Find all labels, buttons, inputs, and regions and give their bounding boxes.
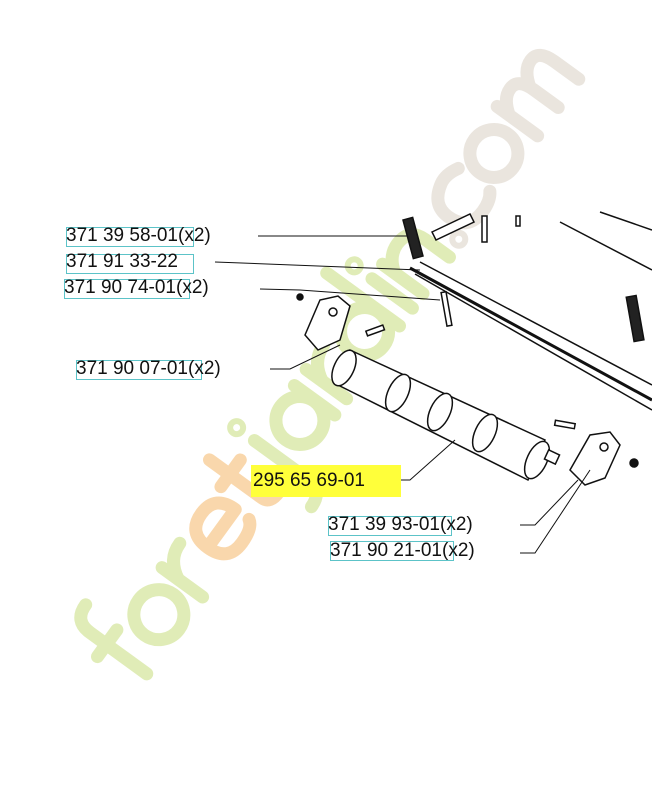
part-qty: (x2) [188, 358, 221, 379]
watermark-part-fo [74, 536, 210, 681]
part-label[interactable]: 371 90 07-01(x2) [76, 358, 221, 380]
leader-lines [214, 235, 591, 554]
part-number: 371 90 74-01 [64, 277, 176, 298]
watermark [74, 48, 586, 681]
watermark-part-com [431, 48, 586, 249]
part-box [64, 279, 190, 299]
rail [409, 211, 652, 411]
part-box [76, 360, 202, 380]
right-bracket [569, 431, 621, 486]
left-bracket [304, 295, 351, 351]
part-number: 295 65 69-01 [253, 470, 365, 491]
part-qty: (x2) [178, 225, 211, 246]
part-qty: (x2) [440, 514, 473, 535]
part-qty: (x2) [442, 540, 475, 561]
part-box [66, 227, 194, 247]
part-number: 371 90 21-01 [330, 540, 442, 561]
highlight [251, 465, 401, 497]
part-label[interactable]: 371 90 74-01(x2) [64, 277, 209, 299]
part-number: 371 91 33-22 [66, 251, 178, 272]
roller [331, 348, 561, 482]
part-number: 371 39 58-01 [66, 225, 178, 246]
part-box [66, 254, 194, 274]
part-number: 371 39 93-01 [328, 514, 440, 535]
part-label[interactable]: 371 39 58-01(x2) [66, 225, 211, 247]
part-number: 371 90 07-01 [76, 358, 188, 379]
part-label[interactable]: 371 90 21-01(x2) [330, 540, 475, 562]
part-label[interactable]: 371 91 33-22 [66, 251, 178, 273]
part-box [330, 541, 454, 561]
part-label[interactable]: 371 39 93-01(x2) [328, 514, 473, 536]
pins [296, 213, 639, 468]
part-label-highlighted[interactable]: 295 65 69-01 [253, 470, 365, 492]
part-box [328, 516, 452, 536]
part-qty: (x2) [176, 277, 209, 298]
